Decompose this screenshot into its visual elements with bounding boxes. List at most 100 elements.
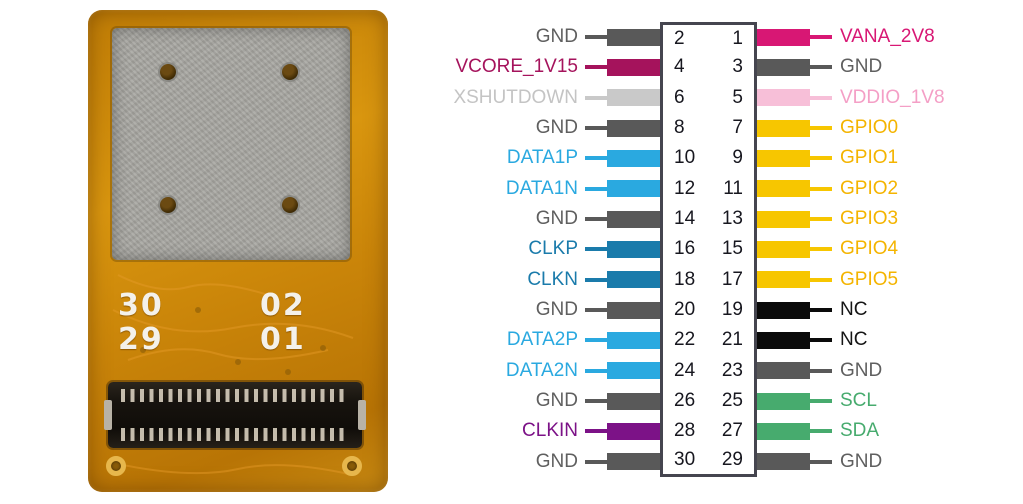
pin-pad-right <box>757 392 810 410</box>
pin-label-right: GPIO1 <box>840 147 899 169</box>
pin-number-left: 30 <box>674 449 696 471</box>
pin-label-right: SCL <box>840 390 877 412</box>
pin-label-left: GND <box>535 299 578 321</box>
pin-pad-left <box>607 210 660 228</box>
pin-pad-right <box>757 149 810 167</box>
pin-wire-right <box>810 186 832 191</box>
pin-label-right: GPIO5 <box>840 268 899 290</box>
pin-row: CLKIN 28 27 SDA <box>420 416 1005 447</box>
pin-wire-left <box>585 156 607 161</box>
pin-pad-left <box>607 240 660 258</box>
camera-module-photo: 30 02 29 01 <box>88 10 388 492</box>
pin-pad-right <box>757 58 810 76</box>
pin-number-left: 12 <box>674 177 696 199</box>
pin-label-left: CLKN <box>527 268 578 290</box>
pin-pad-right <box>757 422 810 440</box>
connector-cell: 30 29 <box>660 446 757 477</box>
pin-pad-left <box>607 28 660 46</box>
pin-label-right: GPIO3 <box>840 208 899 230</box>
pin-row: GND 26 25 SCL <box>420 385 1005 417</box>
shield-hole <box>282 197 298 213</box>
pin-label-right: GPIO0 <box>840 117 899 139</box>
pin-wire-right <box>810 277 832 282</box>
pin-wire-left <box>585 338 607 343</box>
pin-number-left: 16 <box>674 238 696 260</box>
silkscreen-29: 29 <box>118 322 164 357</box>
silkscreen-02: 02 <box>260 288 306 323</box>
pin-pad-left <box>607 301 660 319</box>
board-connector <box>104 382 366 448</box>
pin-row: CLKN 18 17 GPIO5 <box>420 264 1005 295</box>
pin-pad-right <box>757 28 810 46</box>
pin-label-left: DATA2N <box>505 359 578 381</box>
pin-wire-right <box>810 368 832 373</box>
connector-pins-top <box>121 389 349 402</box>
pin-wire-right <box>810 429 832 434</box>
pin-row: CLKP 16 15 GPIO4 <box>420 234 1005 265</box>
pin-number-right: 27 <box>721 420 743 442</box>
pin-wire-left <box>585 399 607 404</box>
connector-cell: 2 1 <box>660 22 757 53</box>
pin-label-right: SDA <box>840 420 880 442</box>
pin-label-left: VCORE_1V15 <box>455 56 578 78</box>
pin-wire-right <box>810 247 832 252</box>
pin-wire-left <box>585 308 607 313</box>
pin-wire-right <box>810 217 832 222</box>
pin-pad-left <box>607 149 660 167</box>
pin-wire-right <box>810 156 832 161</box>
pin-wire-right <box>810 308 832 313</box>
pcb-traces <box>112 274 354 476</box>
pin-label-left: GND <box>535 117 578 139</box>
pin-wire-right <box>810 35 832 40</box>
pin-row: DATA1N 12 11 GPIO2 <box>420 173 1005 204</box>
pin-label-left: GND <box>535 450 578 472</box>
pin-pad-left <box>607 453 660 471</box>
pin-row: DATA2N 24 23 GND <box>420 355 1005 386</box>
pin-label-left: GND <box>535 208 578 230</box>
silkscreen-01: 01 <box>260 322 306 357</box>
pin-row: GND 8 7 GPIO0 <box>420 112 1005 144</box>
connector-cell: 14 13 <box>660 203 757 235</box>
connector-cell: 18 17 <box>660 264 757 295</box>
pin-number-left: 18 <box>674 268 696 290</box>
pin-label-right: NC <box>840 299 868 321</box>
pin-pad-right <box>757 89 810 107</box>
pin-number-right: 11 <box>723 177 743 199</box>
pin-pad-left <box>607 362 660 380</box>
connector-cell: 8 7 <box>660 112 757 144</box>
pin-pad-right <box>757 240 810 258</box>
pin-label-left: DATA1P <box>506 147 578 169</box>
pin-pad-right <box>757 271 810 289</box>
pinout-diagram: GND 2 1 VANA_2V8 VCORE_1V15 4 3 GND XS <box>420 22 1005 477</box>
pin-row: DATA1P 10 9 GPIO1 <box>420 143 1005 174</box>
pin-pad-right <box>757 362 810 380</box>
pin-row: GND 2 1 VANA_2V8 <box>420 22 1005 53</box>
pin-wire-left <box>585 217 607 222</box>
pin-number-left: 2 <box>674 27 685 49</box>
pin-row: DATA2P 22 21 NC <box>420 325 1005 356</box>
connector-cell: 28 27 <box>660 416 757 447</box>
connector-cell: 24 23 <box>660 355 757 386</box>
pin-wire-left <box>585 126 607 131</box>
connector-pins-bottom <box>121 428 349 441</box>
pin-number-right: 5 <box>732 86 743 108</box>
mount-pad <box>342 456 362 476</box>
pin-pad-left <box>607 392 660 410</box>
pin-label-right: VDDIO_1V8 <box>840 86 945 108</box>
pin-label-right: GPIO4 <box>840 238 899 260</box>
pin-wire-left <box>585 186 607 191</box>
pin-label-left: DATA2P <box>506 329 578 351</box>
pin-pad-right <box>757 180 810 198</box>
pin-number-right: 23 <box>721 359 743 381</box>
pin-number-left: 8 <box>674 117 685 139</box>
pin-wire-right <box>810 126 832 131</box>
pin-wire-left <box>585 65 607 70</box>
pin-number-right: 25 <box>721 390 743 412</box>
pin-wire-left <box>585 459 607 464</box>
pin-label-left: DATA1N <box>505 177 578 199</box>
pin-label-left: XSHUTDOWN <box>453 86 578 108</box>
connector-cell: 26 25 <box>660 385 757 417</box>
pin-pad-left <box>607 422 660 440</box>
pin-label-right: GND <box>840 359 883 381</box>
